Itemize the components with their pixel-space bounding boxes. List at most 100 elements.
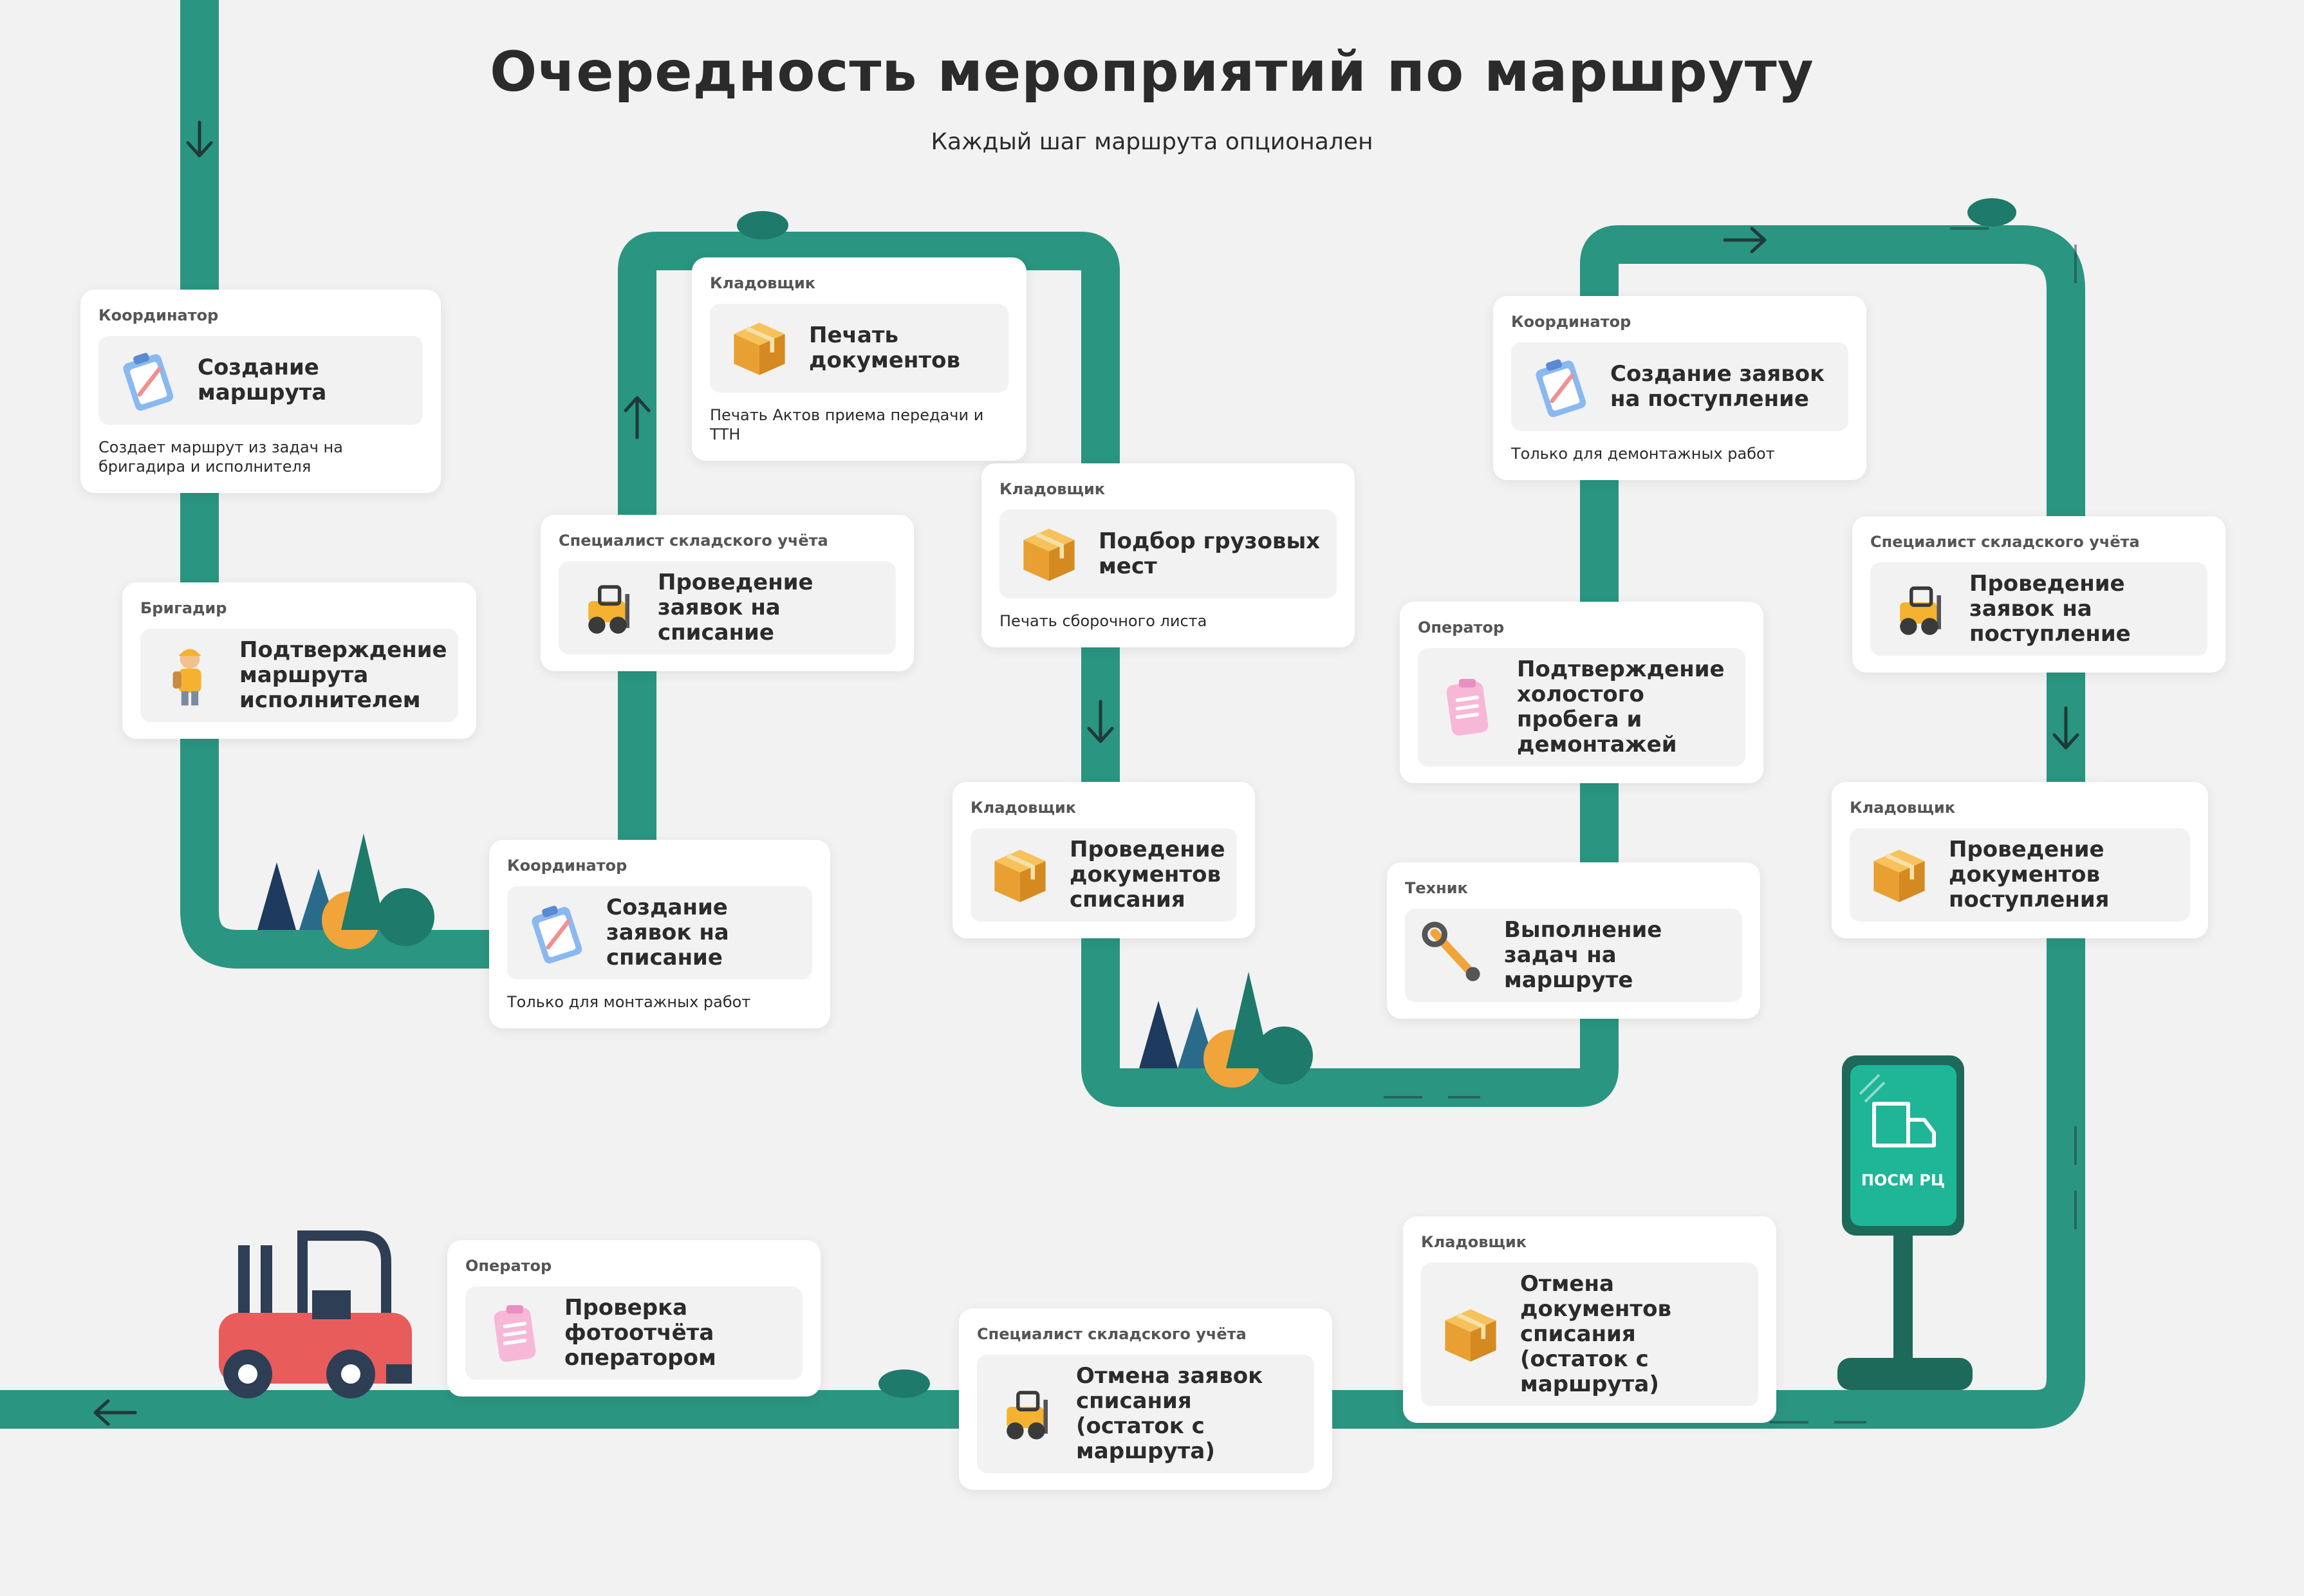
- step-role: Бригадир: [140, 599, 227, 617]
- truck-icon: [1872, 1102, 1936, 1147]
- step-note: Только для монтажных работ: [507, 993, 751, 1012]
- step-title: Проведение заявок на списание: [658, 570, 813, 646]
- step-title: Создание заявок на поступление: [1610, 360, 1825, 412]
- step-role: Координатор: [1511, 313, 1631, 331]
- box-icon: [985, 840, 1055, 911]
- bush-icon: [878, 1369, 930, 1398]
- route-path: [0, 0, 2085, 1429]
- step-body: Подбор грузовых мест: [999, 510, 1337, 598]
- step-title: Проведение документов списания: [1070, 837, 1225, 913]
- clipboard-icon: [521, 898, 592, 969]
- forklift-cabin: [297, 1230, 391, 1326]
- box-icon: [1435, 1299, 1506, 1370]
- step-role: Кладовщик: [1850, 799, 1956, 817]
- trees-middle: [1139, 972, 1313, 1088]
- route-lane-line: [1384, 227, 2077, 1424]
- step-note: Печать Актов приема передачи и ТТН: [710, 406, 984, 443]
- loader-icon: [991, 1378, 1062, 1449]
- arrow-down-icon: [186, 120, 213, 158]
- step-role: Кладовщик: [971, 799, 1077, 817]
- forklift-seat: [312, 1290, 351, 1319]
- step-title: Проведение заявок на поступление: [1969, 571, 2131, 647]
- arrow-up-icon: [624, 396, 651, 440]
- step-body: Проверка фотоотчёта оператором: [465, 1286, 803, 1380]
- forklift-wheel: [238, 1364, 257, 1384]
- arrow-down-icon: [2052, 706, 2079, 750]
- step-note: Печать сборочного листа: [999, 612, 1207, 630]
- box-icon: [724, 313, 795, 384]
- step-body: Проведение заявок на списание: [559, 561, 896, 655]
- bush-icon: [1967, 198, 2016, 227]
- bush-icon: [376, 888, 434, 946]
- step-body: Печать документов: [710, 304, 1008, 393]
- step-role: Специалист складского учёта: [559, 532, 828, 550]
- step-body: Проведение документов списания: [971, 828, 1237, 922]
- page-subtitle: Каждый шаг маршрута опционален: [931, 129, 1373, 155]
- step-role: Специалист складского учёта: [1870, 533, 2140, 551]
- tree-icon: [1139, 1001, 1178, 1068]
- step-body: Создание заявок на поступление: [1511, 342, 1848, 431]
- step-role: Кладовщик: [710, 274, 816, 292]
- clipboard-icon: [1525, 351, 1596, 422]
- forklift-illustration: [219, 1230, 412, 1398]
- step-body: Подтверждение холостого пробега и демонт…: [1418, 648, 1745, 767]
- checklist-icon: [479, 1298, 550, 1369]
- worker-icon: [154, 640, 225, 711]
- step-title: Подтверждение маршрута исполнителем: [239, 637, 447, 714]
- bushes-top: [737, 198, 2016, 1398]
- step-body: Проведение заявок на поступление: [1870, 562, 2207, 656]
- forklift-wheel: [341, 1364, 360, 1384]
- step-title: Выполнение задач на маршруте: [1504, 917, 1662, 994]
- sign-pole: [1893, 1229, 1913, 1364]
- step-title: Проверка фотоотчёта оператором: [564, 1295, 716, 1371]
- arrow-right-icon: [1723, 227, 1767, 254]
- arrow-down-icon: [1087, 700, 1114, 743]
- box-icon: [1864, 840, 1935, 911]
- step-role: Техник: [1405, 879, 1468, 897]
- bush-icon: [1255, 1026, 1313, 1084]
- warehouse-sign: [1837, 1055, 1973, 1390]
- step-title: Создание заявок на списание: [606, 895, 729, 971]
- step-role: Оператор: [1418, 618, 1505, 636]
- route-road: [0, 0, 2085, 1429]
- step-title: Отмена заявок списания (остаток с маршру…: [1076, 1363, 1263, 1465]
- direction-arrows: [93, 120, 2079, 1426]
- loader-icon: [573, 573, 644, 644]
- box-icon: [1014, 519, 1084, 589]
- step-body: Отмена документов списания (остаток с ма…: [1421, 1263, 1758, 1407]
- step-role: Кладовщик: [1421, 1233, 1527, 1251]
- step-role: Кладовщик: [999, 480, 1106, 498]
- step-title: Подтверждение холостого пробега и демонт…: [1517, 656, 1725, 758]
- sign-label: ПОСМ РЦ: [1861, 1171, 1946, 1189]
- step-body: Подтверждение маршрута исполнителем: [140, 629, 458, 723]
- step-role: Оператор: [465, 1257, 552, 1275]
- step-body: Выполнение задач на маршруте: [1405, 909, 1742, 1003]
- bush-icon: [737, 211, 788, 239]
- step-title: Создание маршрута: [198, 354, 327, 405]
- step-role: Координатор: [98, 306, 219, 324]
- trees-left: [257, 833, 434, 949]
- step-title: Отмена документов списания (остаток с ма…: [1520, 1271, 1671, 1398]
- step-body: Создание заявок на списание: [507, 886, 812, 980]
- step-title: Проведение документов поступления: [1949, 837, 2110, 913]
- step-title: Подбор грузовых мест: [1099, 528, 1321, 579]
- clipboard-icon: [113, 345, 183, 416]
- wrench-icon: [1419, 920, 1490, 991]
- step-body: Проведение документов поступления: [1850, 828, 2190, 922]
- checklist-icon: [1432, 672, 1503, 743]
- forklift-counterweight: [386, 1364, 412, 1384]
